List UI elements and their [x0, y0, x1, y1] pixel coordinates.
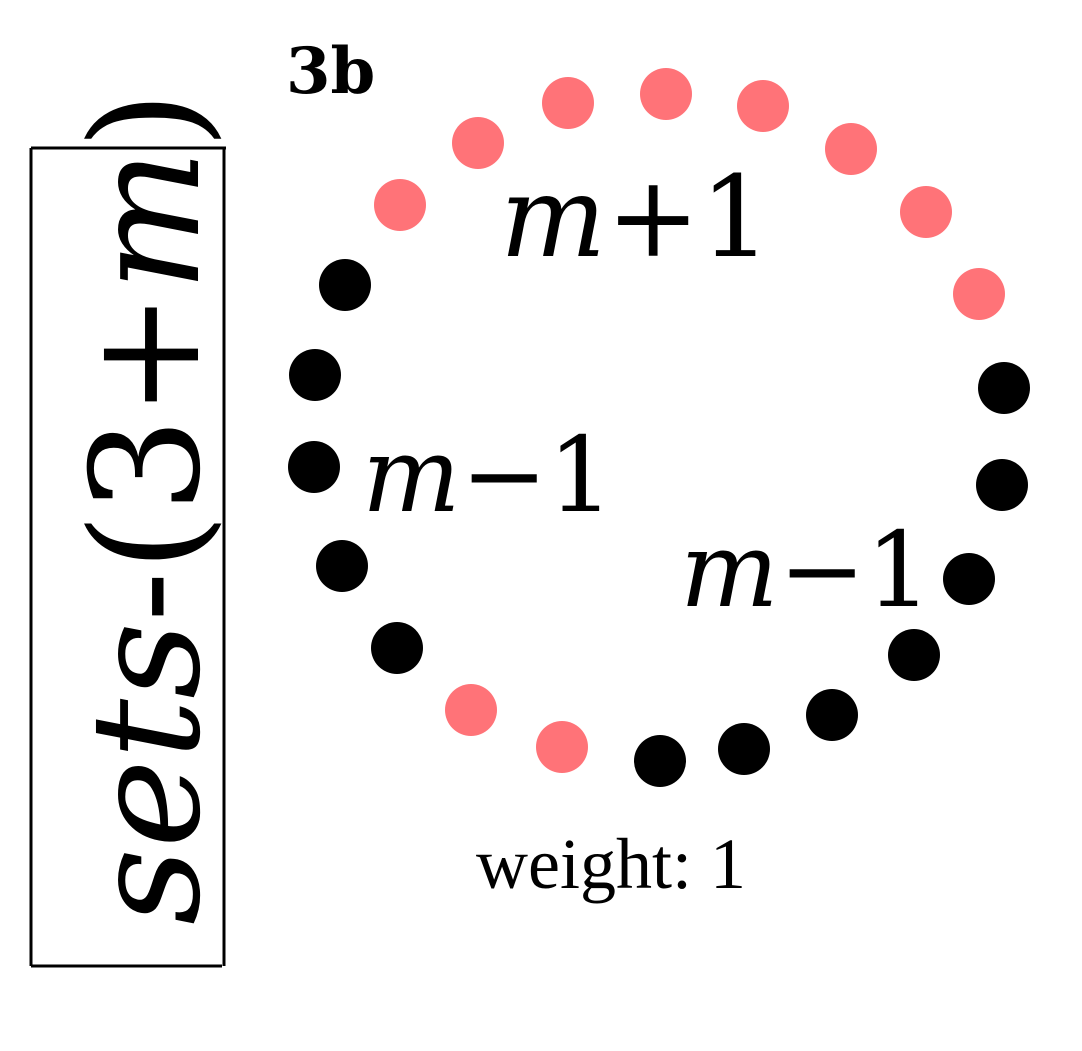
side-label-dash: - — [60, 571, 234, 622]
arc-label-top-var: m — [500, 153, 606, 283]
highlighted-dot — [445, 684, 497, 736]
highlighted-dot — [640, 68, 692, 120]
arc-label-left-var: m — [362, 414, 461, 536]
plain-dot — [978, 362, 1030, 414]
plain-dot — [319, 259, 371, 311]
plain-dot — [806, 689, 858, 741]
side-label-close-paren: ) — [60, 91, 234, 150]
arc-label-right-var: m — [680, 509, 779, 631]
side-label-box: sets-(3+m) — [29, 91, 234, 968]
highlighted-dot — [374, 179, 426, 231]
arc-label-right-num: 1 — [866, 509, 932, 631]
dot-ring — [288, 68, 1030, 787]
plain-dot — [634, 735, 686, 787]
arc-label-right-op: − — [779, 509, 866, 631]
highlighted-dot — [900, 186, 952, 238]
highlighted-dot — [536, 721, 588, 773]
plain-dot — [943, 553, 995, 605]
plain-dot — [976, 459, 1028, 511]
side-label-plus: + — [60, 292, 234, 418]
highlighted-dot — [737, 80, 789, 132]
weight-caption: weight: 1 — [476, 824, 746, 904]
plain-dot — [289, 349, 341, 401]
arc-label-top-op: + — [606, 153, 700, 283]
plain-dot — [888, 629, 940, 681]
plain-dot — [371, 622, 423, 674]
arc-label-left-num: 1 — [548, 414, 614, 536]
side-label-var: m — [60, 149, 234, 291]
side-label-word: sets — [60, 622, 234, 925]
panel-label: 3b — [286, 34, 375, 109]
highlighted-dot — [825, 123, 877, 175]
highlighted-dot — [542, 77, 594, 129]
highlighted-dot — [953, 268, 1005, 320]
arc-label-top-num: 1 — [700, 153, 771, 283]
arc-label-top: m+1 — [500, 153, 771, 283]
plain-dot — [718, 723, 770, 775]
side-label: sets-(3+m) — [60, 91, 234, 925]
side-label-number: 3 — [60, 417, 234, 512]
plain-dot — [316, 540, 368, 592]
plain-dot — [288, 441, 340, 493]
arc-label-left-op: − — [461, 414, 548, 536]
side-label-open-paren: ( — [60, 513, 234, 572]
arc-label-right: m−1 — [680, 509, 932, 631]
highlighted-dot — [452, 117, 504, 169]
arc-label-left: m−1 — [362, 414, 614, 536]
